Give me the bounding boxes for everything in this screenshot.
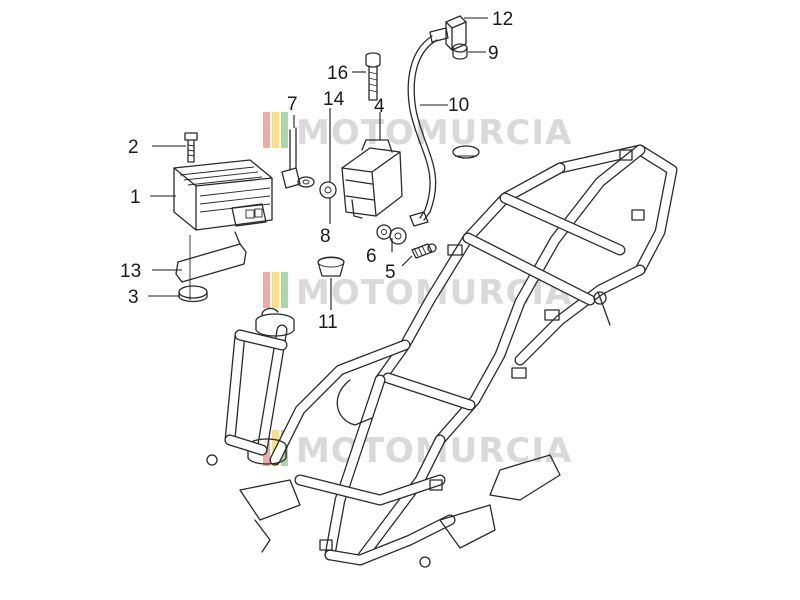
washer-6a [376, 224, 392, 240]
regulator-bracket [175, 231, 247, 300]
part-label-12: 12 [492, 9, 513, 30]
part-label-5: 5 [385, 262, 396, 283]
regulator-screw [184, 132, 198, 163]
leader-lines [148, 17, 488, 310]
part-label-4: 4 [374, 96, 385, 117]
part-label-6: 6 [366, 246, 377, 267]
washer-8 [319, 181, 337, 199]
part-label-14: 14 [323, 89, 345, 110]
watermark-bottom: MOTOMURCIA [263, 430, 571, 471]
part-label-7: 7 [287, 94, 298, 115]
watermark-text-top: MOTOMURCIA [296, 113, 572, 153]
washer-upper [297, 176, 315, 188]
spark-plug-cap [429, 15, 467, 51]
part-label-10: 10 [448, 95, 469, 116]
clip-ring [178, 285, 208, 303]
part-label-9: 9 [488, 43, 499, 64]
rubber-cap [452, 43, 468, 60]
part-label-16: 16 [327, 63, 348, 84]
part-label-3: 3 [128, 287, 139, 308]
ignition-unit [341, 139, 403, 219]
part-label-2: 2 [128, 137, 139, 158]
watermark-top: MOTOMURCIA [263, 112, 572, 153]
scooter-frame [206, 144, 678, 568]
voltage-regulator [173, 159, 273, 231]
part-label-11: 11 [318, 312, 338, 333]
grommet [452, 145, 480, 159]
ht-lead-cable [407, 35, 438, 227]
part-label-8: 8 [320, 226, 331, 247]
washer-6b [389, 227, 407, 245]
part-label-13: 13 [120, 261, 141, 282]
bolt [365, 52, 381, 101]
part-label-1: 1 [130, 187, 141, 208]
coil-screw [411, 243, 437, 259]
hose-clamp [261, 256, 345, 316]
small-bracket [281, 127, 301, 189]
